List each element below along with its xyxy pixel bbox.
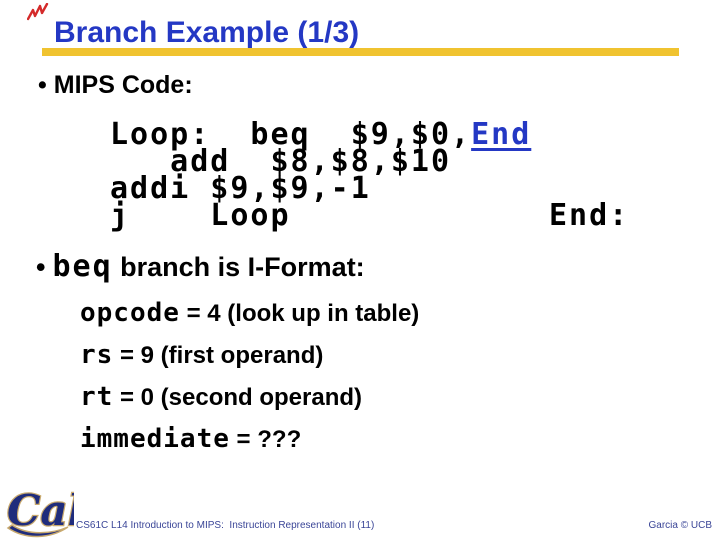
field-name: rt	[80, 382, 114, 412]
footer-credit: Garcia © UCB	[648, 520, 713, 531]
footer-course-label: CS61C L14 Introduction to MIPS: Instruct…	[76, 520, 375, 531]
iformat-item-immediate: immediate = ???	[80, 418, 419, 460]
bullet-icon: •	[36, 252, 46, 282]
red-scribble-icon	[27, 3, 49, 21]
field-value: = ???	[229, 426, 302, 453]
field-name: immediate	[80, 424, 230, 454]
iformat-item-opcode: opcode = 4 (look up in table)	[80, 292, 419, 334]
field-value: = 4 (look up in table)	[179, 300, 420, 327]
field-name: opcode	[80, 298, 180, 328]
bullet-mips-code: •MIPS Code:	[38, 70, 193, 100]
iformat-item-rs: rs = 9 (first operand)	[80, 334, 419, 376]
iformat-item-rt: rt = 0 (second operand)	[80, 376, 419, 418]
code-line-1: Loop: beq $9,$0,	[110, 117, 472, 152]
slide-title: Branch Example (1/3)	[54, 16, 360, 49]
mips-code-label: MIPS Code:	[53, 71, 193, 99]
iformat-field-list: opcode = 4 (look up in table) rs = 9 (fi…	[80, 292, 419, 460]
bullet-icon: •	[38, 71, 47, 99]
code-line-2: add $8,$8,$10	[110, 144, 452, 179]
mips-code-block: Loop: beq $9,$0,End add $8,$8,$10 addi $…	[110, 120, 531, 231]
end-link[interactable]: End	[471, 117, 532, 152]
code-line-3: addi $9,$9,-1	[110, 171, 371, 206]
cal-logo: Cal	[6, 485, 74, 538]
field-value: = 9 (first operand)	[113, 342, 324, 369]
bullet-beq-iformat: •beq branch is I-Format:	[36, 249, 365, 285]
field-name: rs	[80, 340, 114, 370]
end-label: End:	[549, 198, 630, 233]
beq-description: branch is I-Format:	[112, 252, 365, 282]
beq-keyword: beq	[52, 249, 113, 284]
title-underline	[42, 48, 679, 56]
cal-logo-text: Cal	[7, 486, 74, 535]
code-line-4: j Loop	[110, 198, 291, 233]
field-value: = 0 (second operand)	[113, 384, 363, 411]
